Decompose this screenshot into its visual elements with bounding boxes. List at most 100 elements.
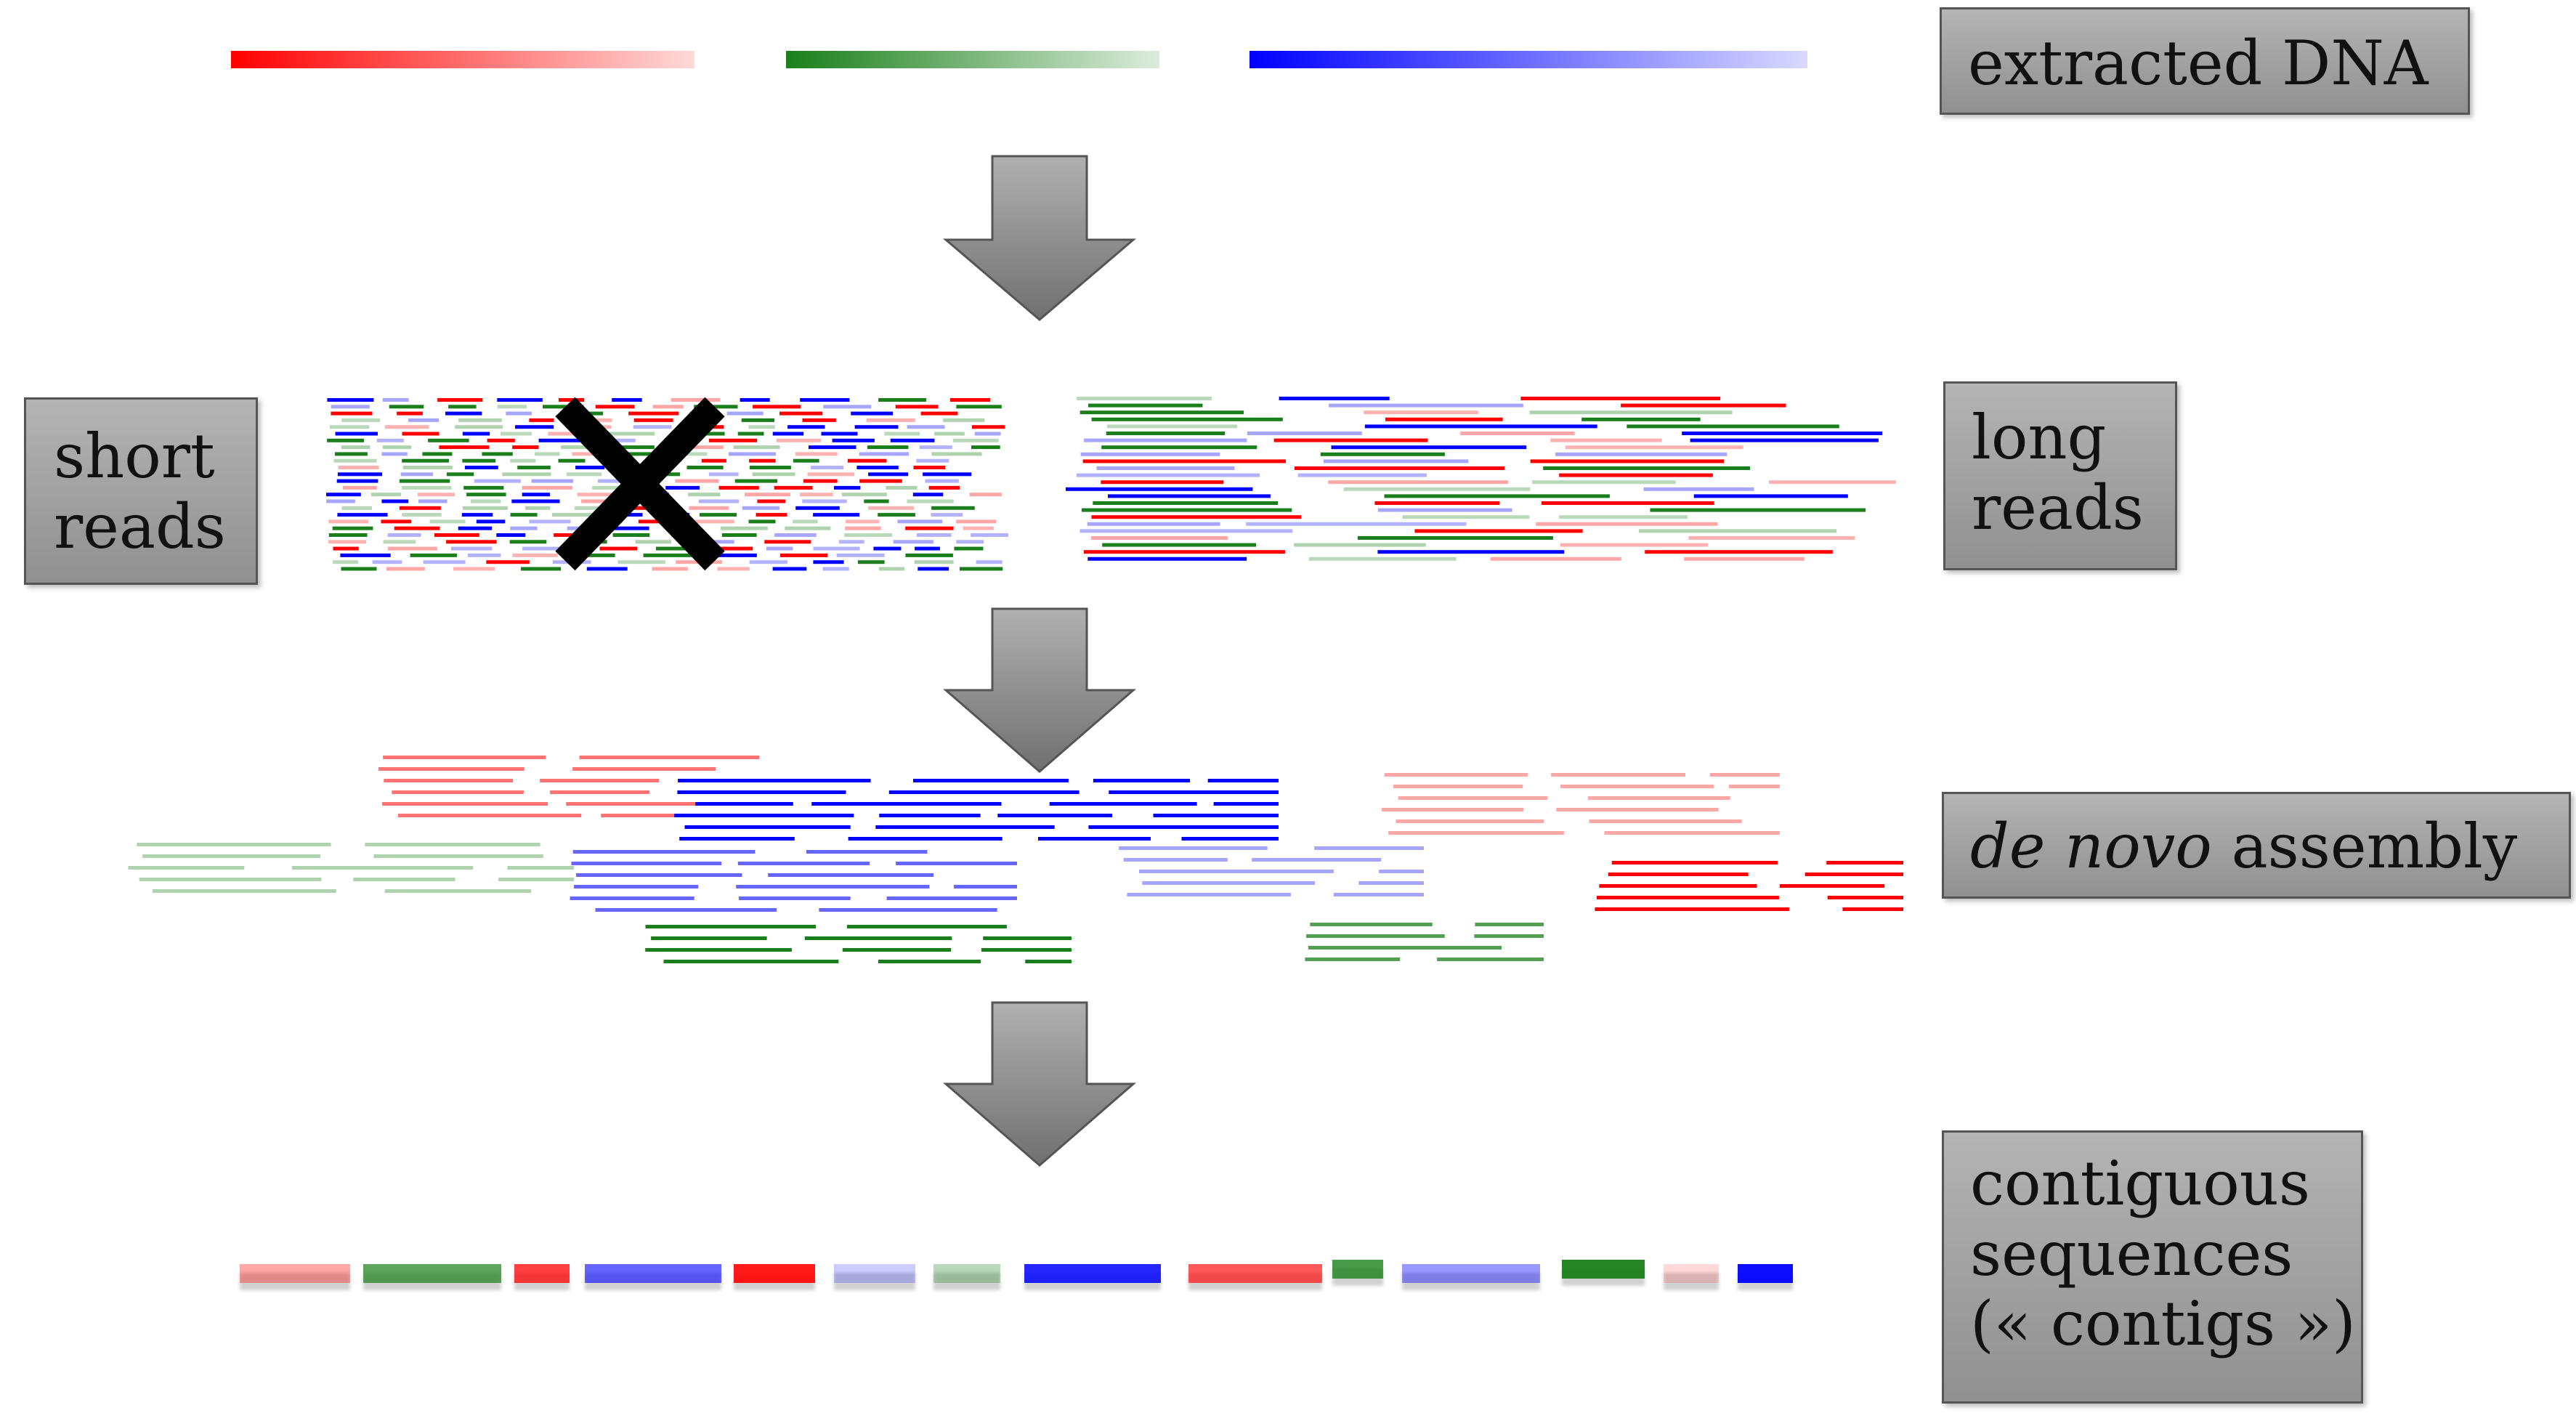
assembled-read — [1608, 873, 1749, 876]
short-read — [525, 506, 551, 510]
assembled-read — [913, 779, 1069, 782]
short-read — [522, 546, 571, 551]
long-read — [1550, 438, 1662, 442]
short-read — [720, 526, 768, 530]
short-read — [397, 411, 423, 416]
short-read — [529, 418, 554, 422]
long-read — [1769, 480, 1896, 485]
short-read — [341, 418, 381, 422]
assembled-read — [1556, 808, 1719, 811]
short-read — [740, 398, 770, 402]
assembled-read — [677, 790, 846, 794]
assembled-read — [679, 837, 795, 841]
short-read — [809, 445, 856, 450]
assembled-read — [1181, 837, 1279, 841]
short-read — [402, 458, 449, 463]
assembled-read — [152, 889, 336, 893]
short-read — [558, 458, 586, 463]
down-arrow-icon — [942, 155, 1137, 321]
short-read — [471, 499, 501, 503]
short-read — [756, 513, 787, 517]
long-read — [1385, 417, 1503, 421]
assembled-read — [498, 878, 574, 881]
short-read — [925, 479, 959, 483]
short-read — [834, 485, 861, 490]
assembled-read — [663, 960, 839, 963]
assembled-read — [1252, 858, 1382, 862]
assembled-read — [373, 854, 543, 858]
short-read — [748, 519, 776, 524]
assembled-read — [383, 756, 546, 759]
long-reads-label: long reads — [1943, 381, 2177, 570]
short-read — [338, 466, 379, 469]
long-read — [1555, 452, 1728, 456]
short-read — [628, 411, 679, 416]
short-read — [823, 405, 872, 409]
short-read — [402, 466, 453, 469]
contig — [363, 1264, 501, 1283]
short-read — [774, 485, 813, 490]
long-read — [1559, 515, 1688, 519]
short-read — [394, 526, 440, 530]
long-read — [1246, 522, 1467, 526]
short-read — [864, 499, 889, 503]
short-read — [566, 472, 602, 477]
dna-strand-blue — [1249, 51, 1807, 68]
assembled-read — [137, 843, 331, 846]
short-read — [897, 519, 943, 524]
assembled-read — [572, 850, 756, 854]
short-read — [458, 526, 493, 530]
short-read — [399, 506, 441, 510]
assembled-read — [353, 878, 455, 881]
short-read — [434, 533, 479, 537]
assembled-read — [1551, 773, 1685, 777]
short-read — [382, 445, 411, 450]
short-read — [943, 418, 985, 422]
short-read — [328, 519, 369, 524]
short-read — [334, 452, 368, 456]
short-read — [734, 479, 777, 483]
short-read — [868, 472, 909, 477]
assembled-read — [1038, 837, 1151, 841]
long-read — [1323, 459, 1469, 463]
short-read — [330, 425, 370, 429]
long-read — [1328, 480, 1509, 485]
de-novo-assembly-label: de novo assembly — [1942, 792, 2571, 899]
short-read — [402, 513, 442, 517]
short-read — [336, 479, 378, 483]
short-read — [462, 432, 490, 436]
short-read — [389, 405, 424, 409]
long-read — [1377, 508, 1512, 512]
short-read — [337, 513, 388, 517]
short-read — [609, 432, 655, 436]
short-read — [839, 540, 864, 544]
assembled-read — [736, 885, 930, 888]
assembled-read — [392, 790, 524, 794]
short-read — [793, 458, 819, 463]
short-read — [455, 425, 503, 429]
long-read — [1329, 403, 1523, 408]
short-read — [971, 533, 1009, 537]
short-read — [867, 445, 909, 450]
short-read — [923, 472, 972, 477]
long-reads-cluster — [1066, 397, 1896, 561]
assembled-read — [139, 878, 322, 881]
x-cross-icon — [555, 397, 725, 571]
short-read — [617, 560, 665, 564]
assembled-read — [142, 854, 320, 858]
long-read — [1530, 459, 1724, 463]
short-read — [764, 540, 811, 544]
assembled-read — [1398, 796, 1548, 800]
short-read — [428, 438, 469, 442]
short-read — [766, 546, 793, 551]
long-read — [1331, 445, 1527, 450]
short-read — [340, 553, 391, 557]
short-read — [335, 432, 378, 436]
short-read — [599, 438, 636, 442]
short-read — [446, 540, 497, 544]
assembled-read — [579, 756, 760, 759]
short-read — [802, 499, 847, 503]
assembled-read — [1119, 846, 1268, 850]
contig — [240, 1264, 350, 1283]
